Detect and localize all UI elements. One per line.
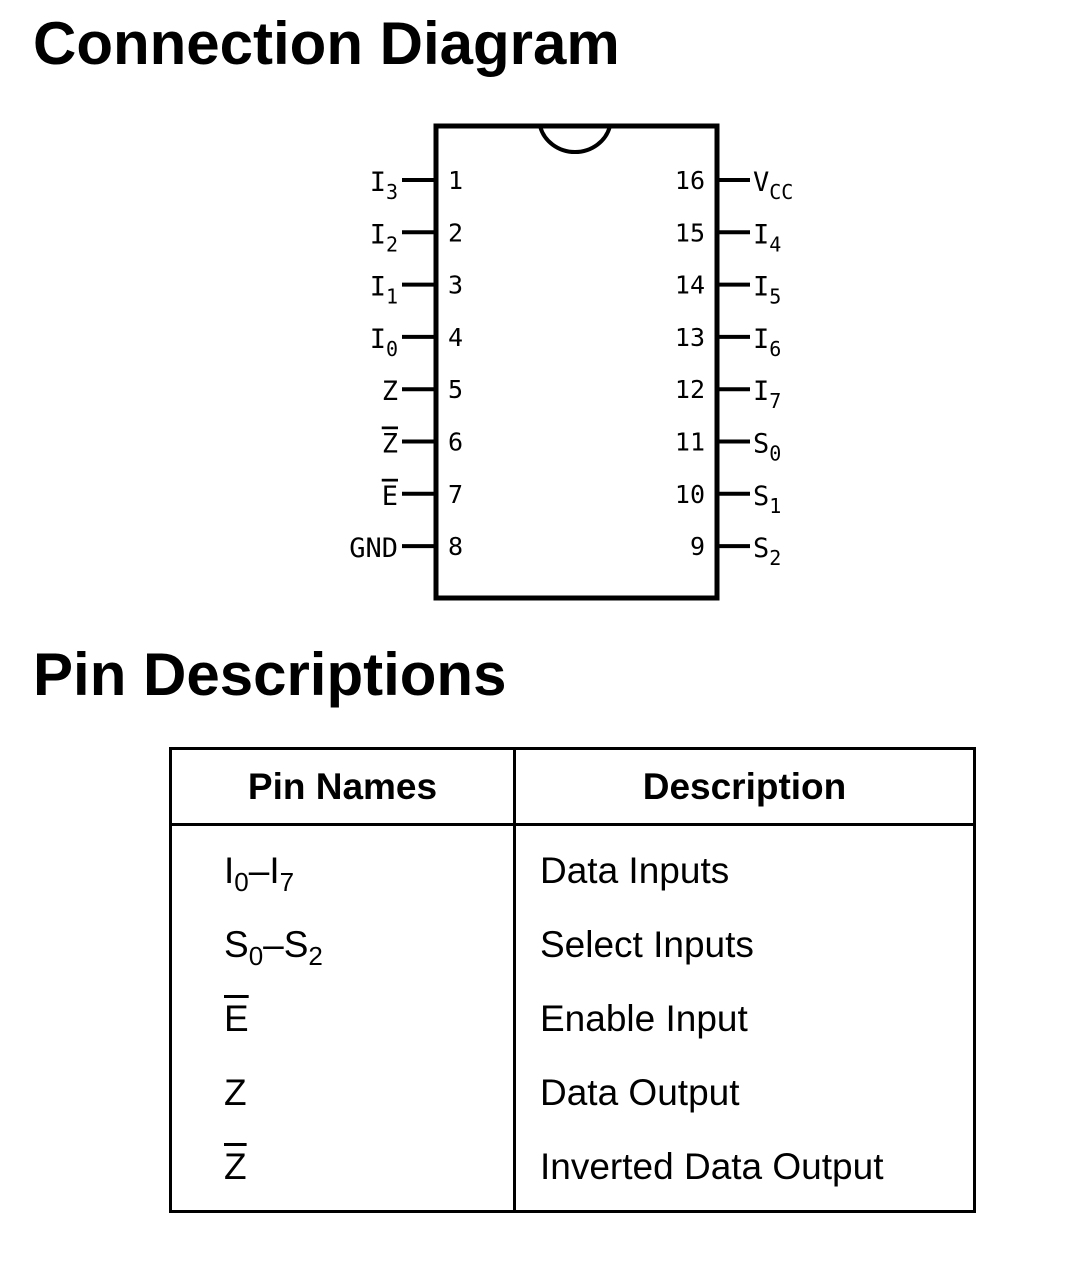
- table-row: I0–I7 Data Inputs: [171, 824, 975, 909]
- pin-15: 15 I4: [675, 218, 781, 256]
- pin-label: GND: [349, 533, 398, 564]
- pin-label: S0: [753, 429, 781, 466]
- pin-number: 2: [448, 218, 463, 247]
- pin-description: Select Inputs: [513, 908, 975, 982]
- pin-12: 12 I7: [675, 375, 781, 413]
- pin-description: Inverted Data Output: [513, 1130, 975, 1212]
- pin-2: 2 I2: [370, 218, 463, 256]
- pin-number: 3: [448, 271, 463, 300]
- pin-name-cell: S0–S2: [171, 908, 515, 982]
- table-row: Z Inverted Data Output: [171, 1130, 975, 1212]
- connection-diagram-title: Connection Diagram: [33, 10, 620, 77]
- pin-name-cell: E: [171, 982, 515, 1056]
- pin-label: I7: [753, 376, 781, 413]
- pin-label: VCC: [753, 167, 793, 204]
- pin-number: 15: [675, 218, 705, 247]
- pin-9: 9 S2: [690, 532, 781, 570]
- pin-3: 3 I1: [370, 271, 463, 309]
- pin-label: Z: [382, 429, 398, 460]
- table-row: Z Data Output: [171, 1056, 975, 1130]
- pin-11: 11 S0: [675, 428, 781, 466]
- pin-description: Data Output: [513, 1056, 975, 1130]
- table-row: S0–S2 Select Inputs: [171, 908, 975, 982]
- pin-4: 4 I0: [370, 323, 463, 361]
- pin-16: 16 VCC: [675, 166, 793, 204]
- table-header-row: Pin Names Description: [170, 748, 975, 826]
- pin-number: 16: [675, 166, 705, 195]
- header-description: Description: [513, 748, 975, 826]
- pin-label: E: [382, 481, 398, 512]
- ic-package: [433, 123, 720, 601]
- pin-name: E: [224, 998, 249, 1039]
- pin-label: S2: [753, 533, 781, 570]
- pin-name-cell: I0–I7: [171, 825, 515, 909]
- pin-8: 8 GND: [349, 532, 463, 564]
- pin-number: 10: [675, 480, 705, 509]
- pin-number: 1: [448, 166, 463, 195]
- pin-number: 5: [448, 375, 463, 404]
- pin-descriptions-title: Pin Descriptions: [33, 641, 507, 708]
- pin-description: Enable Input: [513, 982, 975, 1056]
- pin-number: 14: [675, 271, 705, 300]
- pin-number: 13: [675, 323, 705, 352]
- pin-label: I2: [370, 219, 398, 256]
- pin-name-cell: Z: [171, 1130, 515, 1212]
- pin-label: I5: [753, 272, 781, 309]
- pin-label: S1: [753, 481, 781, 518]
- pin-6: 6Z: [382, 428, 463, 460]
- pin-7: 7E: [382, 480, 463, 512]
- pin-number: 11: [675, 428, 705, 457]
- pin-number: 4: [448, 323, 463, 352]
- pin-name: I0–I7: [224, 850, 295, 897]
- pin-label: I0: [370, 324, 398, 361]
- pin-name: S0–S2: [224, 924, 323, 971]
- pin-label: I3: [370, 167, 398, 204]
- pin-description: Data Inputs: [513, 824, 975, 908]
- pin-number: 8: [448, 532, 463, 561]
- pin-name: Z: [224, 1146, 247, 1187]
- pin-13: 13 I6: [675, 323, 781, 361]
- pin-number: 12: [675, 375, 705, 404]
- pin-label: Z: [382, 376, 398, 407]
- pin-1: 1 I3: [370, 166, 463, 204]
- pin-name-cell: Z: [171, 1056, 515, 1130]
- pin-label: I1: [370, 272, 398, 309]
- pin-number: 7: [448, 480, 463, 509]
- pin1-notch: [538, 125, 612, 155]
- pin-14: 14 I5: [675, 271, 781, 309]
- pin-number: 9: [690, 532, 705, 561]
- pin-name: Z: [224, 1072, 247, 1113]
- pin-10: 10 S1: [675, 480, 781, 518]
- header-pin-names: Pin Names: [170, 748, 515, 826]
- table-row: E Enable Input: [171, 982, 975, 1056]
- pin-label: I6: [753, 324, 781, 361]
- pin-5: 5Z: [382, 375, 463, 407]
- pin-number: 6: [448, 428, 463, 457]
- pin-label: I4: [753, 219, 781, 256]
